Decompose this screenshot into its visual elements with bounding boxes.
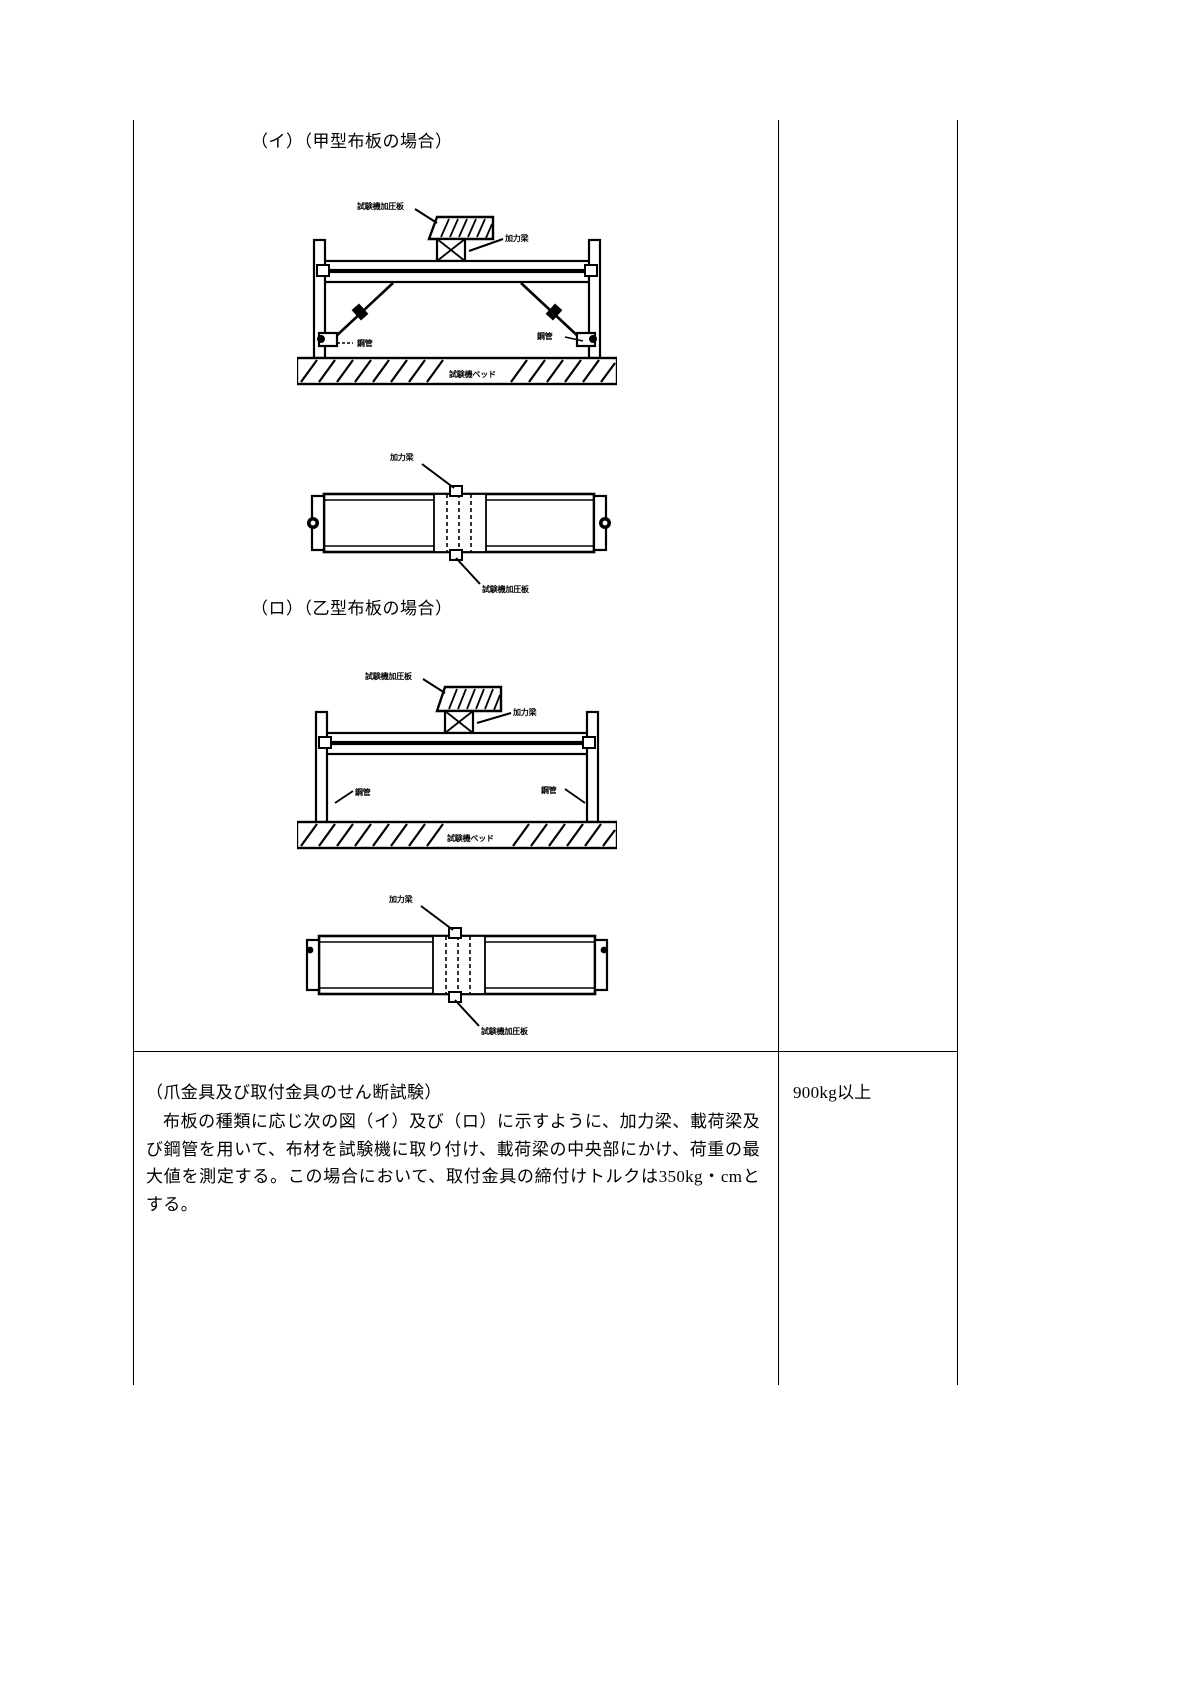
label-press-plate: 試験機加圧板 xyxy=(482,584,530,594)
section-heading-i: （イ）（甲型布板の場合） xyxy=(251,132,453,151)
figures-cell: （イ）（甲型布板の場合） xyxy=(134,120,778,1051)
label-steel-pipe-left: 鋼管 xyxy=(356,338,373,348)
label-machine-bed: 試験機ベッド xyxy=(449,369,496,379)
value-shear-strength: 900kg以上 xyxy=(793,1083,872,1102)
standards-table: （イ）（甲型布板の場合） xyxy=(133,120,958,1385)
label-steel-pipe-left: 鋼管 xyxy=(354,787,371,797)
table-border-right xyxy=(957,120,958,1385)
table-border-middle xyxy=(778,120,779,1385)
section-heading-ro: （ロ）（乙型布板の場合） xyxy=(251,599,453,618)
label-load-beam: 加力梁 xyxy=(512,707,538,717)
table-border-left xyxy=(133,120,134,1385)
value-cell-figures xyxy=(779,120,957,1051)
label-steel-pipe-right: 鋼管 xyxy=(540,785,557,795)
value-cell-description: 900kg以上 xyxy=(779,1052,957,1384)
label-press-plate: 試験機加圧板 xyxy=(357,201,405,211)
figure-ro-elevation: 試験機加圧板 加力梁 鋼管 鋼管 試験機ベッド xyxy=(297,643,617,858)
description-cell: （爪金具及び取付金具のせん断試験） 布板の種類に応じ次の図（イ）及び（ロ）に示す… xyxy=(134,1052,778,1384)
label-load-beam: 加力梁 xyxy=(388,894,414,904)
table-row-divider xyxy=(133,1051,958,1052)
label-press-plate: 試験機加圧板 xyxy=(481,1026,529,1036)
figure-i-plan: 加力梁 試験機加圧板 xyxy=(304,438,614,603)
label-press-plate: 試験機加圧板 xyxy=(365,671,413,681)
label-load-beam: 加力梁 xyxy=(504,233,530,243)
figure-ro-plan: 加力梁 試験機加圧板 xyxy=(297,880,617,1045)
description-paragraph: 布板の種類に応じ次の図（イ）及び（ロ）に示すように、加力梁、載荷梁及び鋼管を用い… xyxy=(146,1112,760,1214)
label-machine-bed: 試験機ベッド xyxy=(447,833,494,843)
description-title: （爪金具及び取付金具のせん断試験） xyxy=(146,1083,442,1102)
figure-i-elevation: 試験機加圧板 加力梁 鋼管 鋼管 試験機ベッド xyxy=(297,177,617,392)
label-load-beam: 加力梁 xyxy=(389,452,415,462)
label-steel-pipe-right: 鋼管 xyxy=(536,331,553,341)
